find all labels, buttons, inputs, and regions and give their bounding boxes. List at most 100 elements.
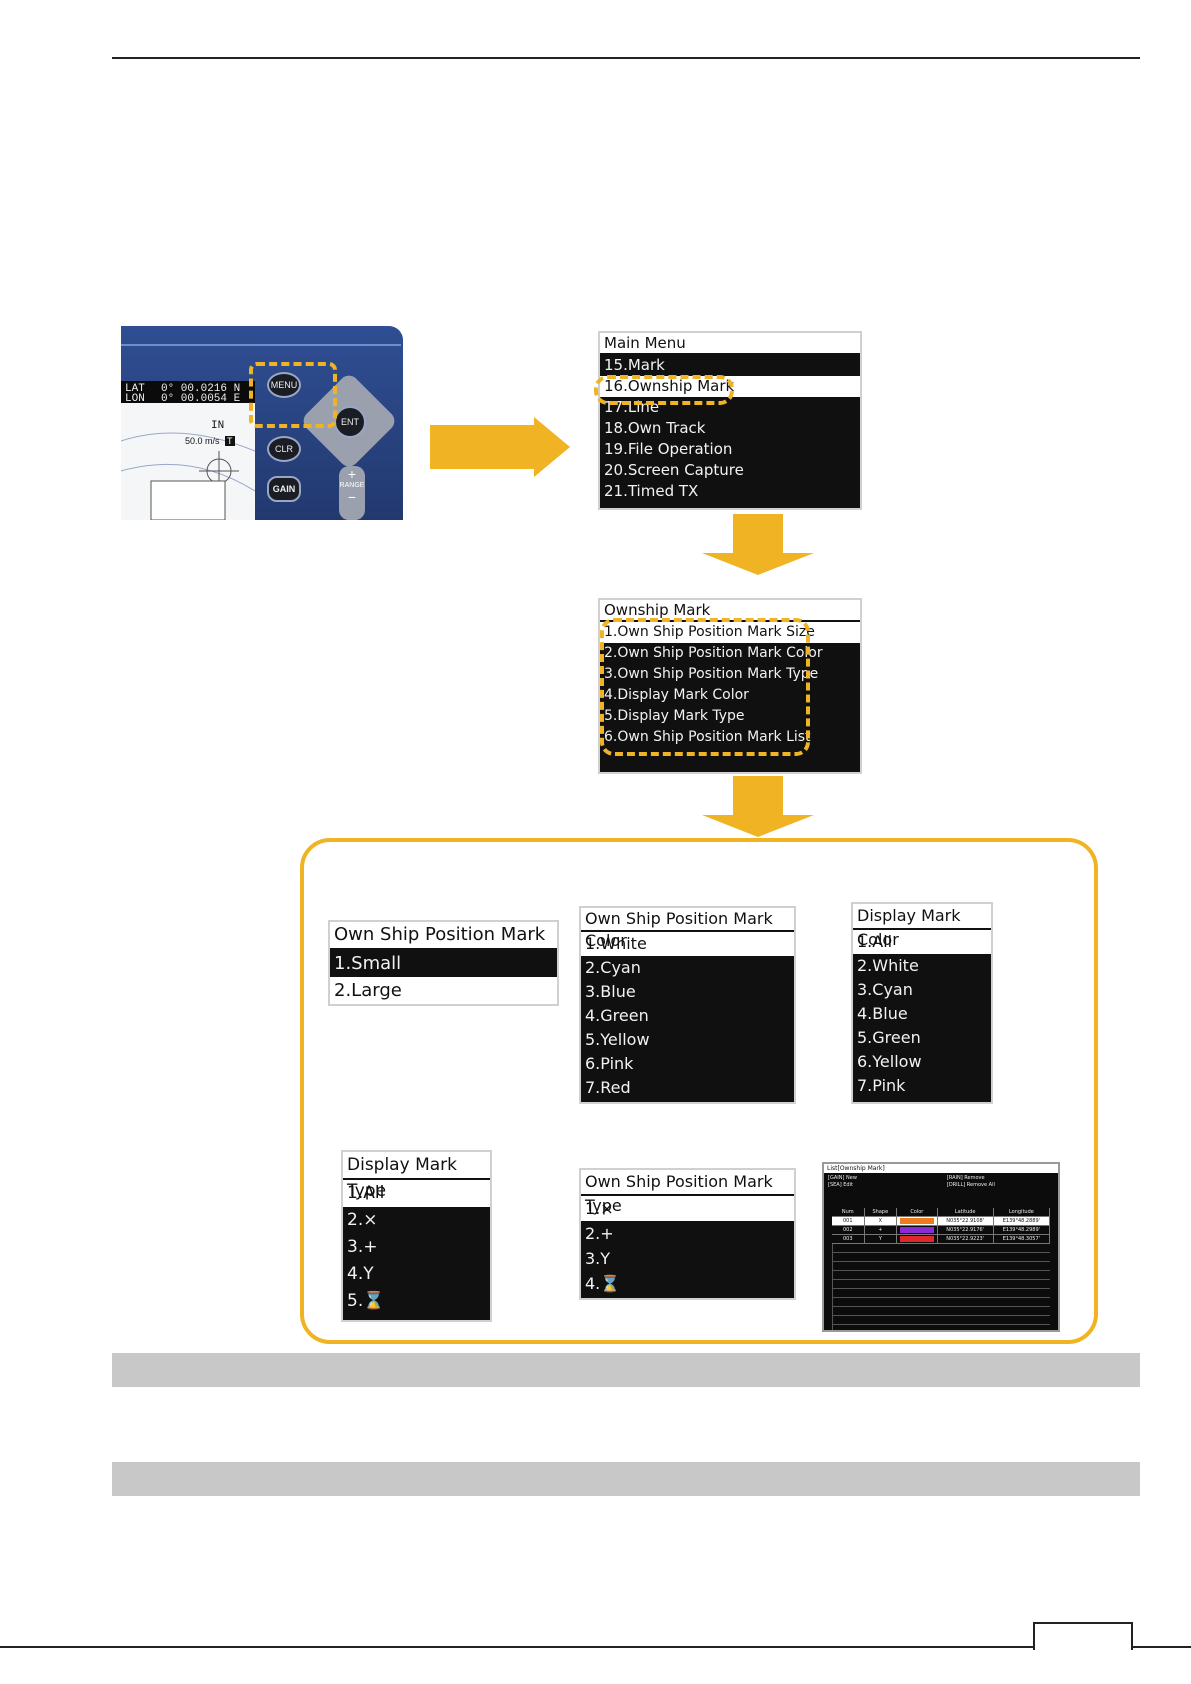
cell-num: 001 — [832, 1217, 865, 1225]
color-menu-item[interactable]: 5.Yellow — [585, 1030, 650, 1049]
display-type-menu-item[interactable]: 5.⌛ — [347, 1291, 385, 1311]
mark-size-menu: Own Ship Position Mark Size 1.Small 2.La… — [328, 920, 559, 1006]
cell-color-swatch — [897, 1226, 938, 1234]
submenu-frame — [300, 838, 1098, 1344]
key-remove: [RAIN] Remove — [946, 1175, 985, 1181]
table-header: Num Shape Color Latitude Longitude — [832, 1208, 1050, 1217]
display-type-menu-item-selected[interactable]: 1.All — [343, 1180, 490, 1207]
range-key[interactable]: + RANGE − — [339, 466, 365, 520]
color-swatch — [899, 1227, 934, 1233]
ownship-menu-item-selected[interactable]: 1.Own Ship Position Mark Size — [600, 622, 860, 643]
ownship-menu-item[interactable]: 5.Display Mark Type — [604, 708, 745, 724]
ownship-mark-list-screen: List[Ownship Mark] [GAIN] New [SEA] Edit… — [822, 1162, 1060, 1332]
color-swatch — [899, 1218, 934, 1224]
arrow-right-head — [534, 417, 570, 477]
cell-num: 003 — [832, 1235, 865, 1243]
color-swatch — [899, 1236, 934, 1242]
type-menu-item-selected[interactable]: 1.× — [581, 1196, 794, 1221]
cell-latitude: N035°22.9108' — [938, 1217, 994, 1225]
ent-key[interactable]: ENT — [334, 406, 366, 438]
cell-shape: Y — [865, 1235, 898, 1243]
display-mark-type-menu: Display Mark Type 1.All 2.× 3.+ 4.Y 5.⌛ — [341, 1150, 492, 1322]
bottom-rule — [0, 1646, 1191, 1648]
ownship-items-highlight — [600, 618, 810, 756]
display-type-menu-item[interactable]: 2.× — [347, 1210, 378, 1230]
display-color-menu-item[interactable]: 3.Cyan — [857, 980, 913, 999]
in-label: IN — [211, 420, 225, 432]
main-menu-item[interactable]: 18.Own Track — [604, 419, 706, 437]
type-menu-item[interactable]: 2.+ — [585, 1224, 614, 1243]
mark-list-table: Num Shape Color Latitude Longitude 001 X… — [832, 1208, 1050, 1330]
ownship-menu-item[interactable]: 4.Display Mark Color — [604, 687, 749, 703]
menu-key[interactable]: MENU — [267, 372, 301, 398]
range-minus: − — [347, 489, 357, 505]
col-shape: Shape — [865, 1208, 898, 1216]
color-menu-item-selected[interactable]: 1.White — [581, 932, 794, 956]
main-menu-title: Main Menu — [600, 333, 860, 355]
display-type-menu-item[interactable]: 4.Y — [347, 1264, 374, 1284]
display-color-menu-item[interactable]: 5.Green — [857, 1028, 921, 1047]
list-key-guide: [GAIN] New [SEA] Edit [RAIN] Remove [DRI… — [824, 1173, 1058, 1191]
ownship-menu-item[interactable]: 6.Own Ship Position Mark List — [604, 729, 811, 745]
display-color-menu-item[interactable]: 7.Pink — [857, 1076, 906, 1095]
color-menu-item[interactable]: 3.Blue — [585, 982, 636, 1001]
main-menu-item[interactable]: 19.File Operation — [604, 440, 733, 458]
type-menu-title: Own Ship Position Mark Type — [581, 1170, 794, 1215]
table-row[interactable]: 001 X N035°22.9108' E139°48.2889' — [832, 1217, 1050, 1226]
arrow-down-2-head — [702, 815, 814, 837]
page-number-tab — [1033, 1622, 1133, 1650]
panel-trim — [121, 344, 401, 346]
arrow-down-1 — [733, 514, 783, 554]
col-num: Num — [832, 1208, 865, 1216]
coord-bar — [121, 381, 255, 403]
display-color-menu-item[interactable]: 4.Blue — [857, 1004, 908, 1023]
color-menu-item[interactable]: 6.Pink — [585, 1054, 634, 1073]
main-menu-item[interactable]: 15.Mark — [604, 356, 665, 374]
type-menu-item[interactable]: 4.⌛ — [585, 1274, 621, 1293]
size-menu-item-selected[interactable]: 2.Large — [330, 977, 557, 1004]
mark-type-menu: Own Ship Position Mark Type 1.× 2.+ 3.Y … — [579, 1168, 796, 1300]
display-type-menu-item[interactable]: 3.+ — [347, 1237, 378, 1257]
main-menu: Main Menu 15.Mark 16.Ownship Mark 17.Lin… — [598, 331, 862, 510]
type-menu-item[interactable]: 3.Y — [585, 1249, 611, 1268]
radar-plot — [121, 432, 256, 520]
table-row[interactable]: 003 Y N035°22.9223' E139°48.3057' — [832, 1235, 1050, 1244]
key-edit: [SEA] Edit — [828, 1182, 853, 1188]
ownship-mark-menu: Ownship Mark 1.Own Ship Position Mark Si… — [598, 598, 862, 774]
lat-value: 0° 00.0216 N — [161, 383, 241, 395]
display-mark-color-menu: Display Mark Color 1.All 2.White 3.Cyan … — [851, 902, 993, 1104]
cell-longitude: E139°48.2889' — [994, 1217, 1050, 1225]
main-menu-item[interactable]: 20.Screen Capture — [604, 461, 744, 479]
cell-num: 002 — [832, 1226, 865, 1234]
lon-label: LON — [125, 393, 145, 405]
table-row[interactable]: 002 + N035°22.9176' E139°48.2989' — [832, 1226, 1050, 1235]
lon-value: 0° 00.0054 E — [161, 393, 241, 405]
color-menu-item[interactable]: 2.Cyan — [585, 958, 641, 977]
gain-key[interactable]: GAIN — [267, 476, 301, 502]
display-color-menu-item-selected[interactable]: 1.All — [853, 930, 991, 954]
radar-screen — [121, 381, 256, 520]
section-bar-1 — [112, 1353, 1140, 1387]
clr-key[interactable]: CLR — [267, 436, 301, 462]
col-color: Color — [897, 1208, 938, 1216]
empty-rows — [832, 1244, 1050, 1330]
cell-latitude: N035°22.9176' — [938, 1226, 994, 1234]
ownship-menu-item[interactable]: 3.Own Ship Position Mark Type — [604, 666, 819, 682]
cell-shape: X — [865, 1217, 898, 1225]
color-menu-title: Own Ship Position Mark Color — [581, 908, 794, 950]
cell-color-swatch — [897, 1217, 938, 1225]
display-color-menu-item[interactable]: 6.Yellow — [857, 1052, 922, 1071]
key-new: [GAIN] New — [828, 1175, 857, 1181]
cell-latitude: N035°22.9223' — [938, 1235, 994, 1243]
main-menu-item[interactable]: 21.Timed TX — [604, 482, 699, 500]
display-color-menu-item[interactable]: 2.White — [857, 956, 919, 975]
menu-key-highlight — [249, 362, 337, 428]
arrow-down-1-head — [702, 553, 814, 575]
color-menu-item[interactable]: 4.Green — [585, 1006, 649, 1025]
size-menu-item[interactable]: 1.Small — [334, 953, 402, 974]
cell-shape: + — [865, 1226, 898, 1234]
key-remove-all: [DRILL] Remove All — [946, 1182, 995, 1188]
ownship-menu-item[interactable]: 2.Own Ship Position Mark Color — [604, 645, 823, 661]
color-menu-item[interactable]: 7.Red — [585, 1078, 631, 1097]
radar-panel-photo: LAT LON 0° 00.0216 N 0° 00.0054 E IN 50.… — [121, 326, 403, 520]
